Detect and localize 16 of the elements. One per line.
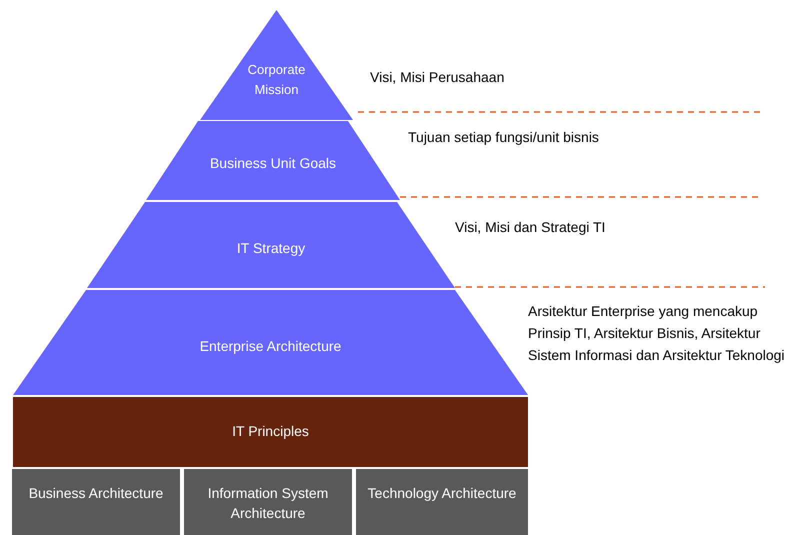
pillar-box <box>184 469 352 535</box>
layer-label: Enterprise Architecture <box>200 337 342 356</box>
layer-label: IT Strategy <box>236 239 306 258</box>
pillar-box <box>356 469 528 535</box>
description-text: Arsitektur Enterprise yang mencakup Prinsip TI, Arsitektur Bisnis, Arsitektur Sistem Informasi dan Arsitektur Teknologi <box>528 302 786 365</box>
description-text: Tujuan setiap fungsi/unit bisnis <box>408 128 600 147</box>
pillar-box <box>12 469 180 535</box>
foundation-bar <box>13 397 528 467</box>
layer-label: Business Unit Goals <box>210 154 336 173</box>
layer-label: Corporate Mission <box>246 61 306 99</box>
layer-label: Information System Architecture <box>206 484 330 523</box>
layer-label: IT Principles <box>232 422 309 441</box>
layer-label: Technology Architecture <box>368 484 516 503</box>
description-text: Visi, Misi dan Strategi TI <box>455 218 606 237</box>
description-text: Visi, Misi Perusahaan <box>370 68 506 87</box>
layer-label: Business Architecture <box>28 484 164 503</box>
